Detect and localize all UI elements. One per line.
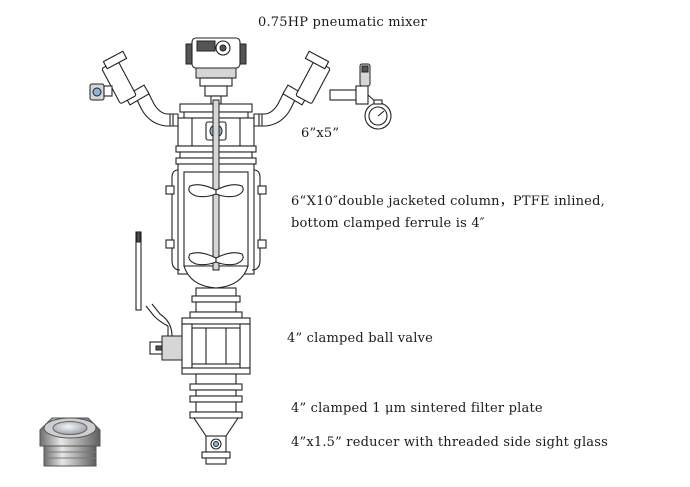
label-filter-plate: 4” clamped 1 μm sintered filter plate	[291, 401, 543, 416]
pneumatic-mixer	[185, 37, 247, 105]
label-reducer: 4”x1.5” reducer with threaded side sight…	[291, 435, 608, 450]
left-port-elbow	[89, 50, 179, 127]
sight-glass-fitting-photo	[39, 417, 101, 467]
bottom-ferrule	[189, 287, 243, 319]
label-column-line2: bottom clamped ferrule is 4″	[291, 216, 485, 231]
label-ports: 6”x5”	[301, 126, 340, 141]
agitator-shaft	[188, 99, 244, 271]
filter-plate-section	[189, 373, 243, 419]
label-ball-valve: 4” clamped ball valve	[287, 331, 434, 346]
right-port-elbow	[253, 50, 392, 130]
ball-valve	[135, 231, 251, 375]
reducer-with-sight-glass	[192, 417, 240, 465]
label-mixer: 0.75HP pneumatic mixer	[258, 15, 427, 30]
label-column-line1: 6“X10″double jacketed column，PTFE inline…	[291, 194, 605, 209]
